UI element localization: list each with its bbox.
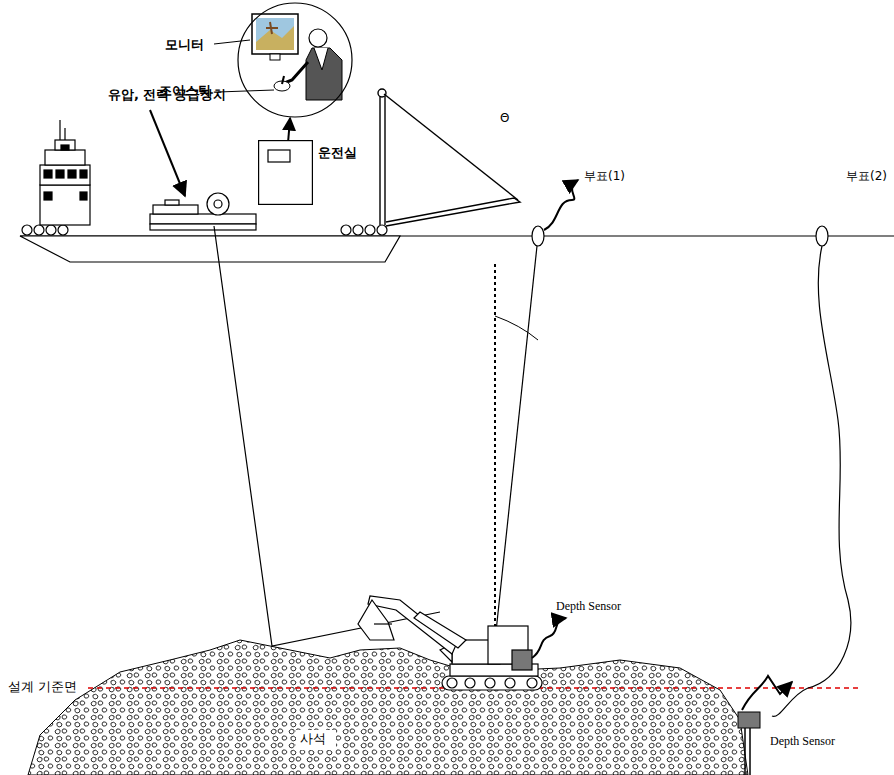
rubble-label: 사석 [300,732,326,746]
buoy [816,226,828,246]
plumb-line [494,264,496,660]
fenders [22,225,387,235]
leader-line [742,676,792,710]
bridge-tower [40,120,90,225]
buoy [532,226,544,246]
angle-arc [495,316,538,340]
part-label: 유압, 전력 공급장치 [108,88,226,102]
leader-line [150,110,185,196]
rubble-mound [28,640,748,775]
buoy-label: 부표(2) [846,170,887,183]
sensor-cable [772,246,851,716]
control-room-box-outline [258,140,313,205]
leader-line [532,618,566,658]
angle-label: Θ [500,112,509,125]
buoy-rope [493,246,537,660]
leader-line [544,180,578,230]
callout-circle-outline [237,2,353,118]
barge-hull [20,236,400,262]
depth-sensor [738,712,760,728]
supply-unit [150,193,256,230]
operator-picture [214,14,342,100]
control-room-box: 운전실 [258,140,313,205]
callout-circle: 모니터조이스틱 [237,2,353,118]
underwater-excavator [358,596,542,690]
umbilical-cable [214,226,440,646]
buoy-label: 부표(1) [584,170,625,183]
node-text: 운전실 [318,144,357,162]
sensor-label: Depth Sensor [556,600,621,613]
sensor-label: Depth Sensor [770,735,835,748]
label-ground [296,730,336,750]
crane [378,89,520,226]
node-text: 모니터 [165,36,204,54]
connector-arrow [288,118,290,140]
window [268,150,290,162]
datum-label: 설계 기준면 [8,680,77,694]
